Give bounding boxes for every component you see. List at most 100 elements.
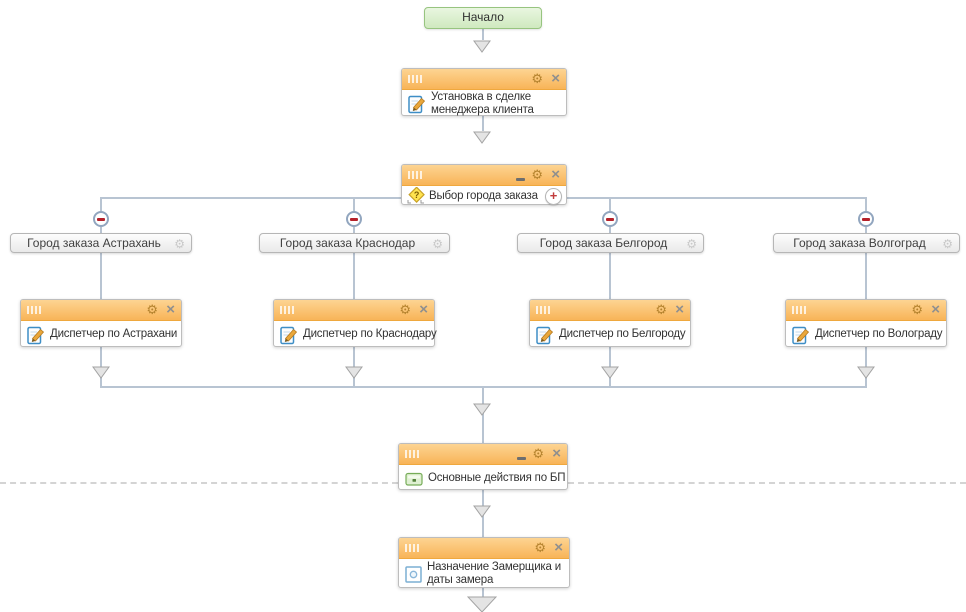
activity-header[interactable]: ⚙ × bbox=[274, 300, 434, 321]
close-icon[interactable]: × bbox=[551, 70, 560, 87]
connector-line bbox=[865, 197, 867, 211]
close-icon[interactable]: × bbox=[419, 301, 428, 318]
gear-icon[interactable]: ⚙ bbox=[432, 237, 443, 251]
activity-assign-measurer[interactable]: ⚙ × Назначение Замерщика и даты замера bbox=[398, 537, 570, 588]
arrow-down-icon bbox=[473, 505, 491, 518]
connector-line bbox=[865, 227, 867, 233]
activity-header[interactable]: ⚙ × bbox=[786, 300, 946, 321]
drag-handle-icon[interactable] bbox=[27, 306, 42, 314]
activity-main-actions[interactable]: ⚙ × Основные действия по БП bbox=[398, 443, 568, 490]
connector-line bbox=[609, 253, 611, 299]
connector-line bbox=[609, 227, 611, 233]
minimize-icon[interactable] bbox=[516, 178, 525, 181]
connector-line bbox=[865, 253, 867, 299]
svg-text:?: ? bbox=[414, 190, 420, 200]
arrow-down-icon bbox=[473, 403, 491, 416]
drag-handle-icon[interactable] bbox=[408, 75, 423, 83]
gear-icon[interactable]: ⚙ bbox=[655, 302, 667, 317]
arrow-down-icon bbox=[92, 366, 110, 379]
minimize-icon[interactable] bbox=[517, 457, 526, 460]
task-record-icon bbox=[405, 565, 422, 583]
activity-header[interactable]: ⚙ × bbox=[21, 300, 181, 321]
collapse-branch-button[interactable] bbox=[858, 211, 874, 227]
activity-header[interactable]: ⚙ × bbox=[530, 300, 690, 321]
collapse-branch-button[interactable] bbox=[602, 211, 618, 227]
start-node[interactable]: Начало bbox=[424, 7, 542, 29]
connector-line bbox=[353, 253, 355, 299]
connector-line bbox=[482, 27, 484, 40]
connector-line bbox=[353, 197, 355, 211]
condition-label-volgograd[interactable]: Город заказа Волгоград ⚙ bbox=[773, 233, 960, 253]
activity-header[interactable]: ⚙ × bbox=[399, 538, 569, 559]
arrow-down-icon bbox=[473, 40, 491, 53]
close-icon[interactable]: × bbox=[552, 445, 561, 462]
activity-header[interactable]: ⚙ × bbox=[402, 69, 566, 90]
collapse-branch-button[interactable] bbox=[93, 211, 109, 227]
arrow-down-icon bbox=[466, 596, 498, 612]
connector-line bbox=[482, 386, 484, 443]
page-break-line bbox=[568, 482, 966, 484]
document-edit-icon bbox=[408, 94, 426, 114]
condition-text: Город заказа Астрахань bbox=[27, 236, 161, 250]
close-icon[interactable]: × bbox=[166, 301, 175, 318]
gear-icon[interactable]: ⚙ bbox=[174, 237, 185, 251]
condition-label-krasnodar[interactable]: Город заказа Краснодар ⚙ bbox=[259, 233, 450, 253]
activity-header[interactable]: ⚙ × bbox=[399, 444, 567, 465]
gear-icon[interactable]: ⚙ bbox=[534, 540, 546, 555]
document-edit-icon bbox=[27, 325, 45, 345]
condition-text: Город заказа Краснодар bbox=[279, 236, 416, 250]
condition-label-astrakhan[interactable]: Город заказа Астрахань ⚙ bbox=[10, 233, 192, 253]
connector-line bbox=[482, 116, 484, 131]
connector-line bbox=[100, 197, 102, 211]
drag-handle-icon[interactable] bbox=[536, 306, 551, 314]
close-icon[interactable]: × bbox=[675, 301, 684, 318]
arrow-down-icon bbox=[857, 366, 875, 379]
activity-dispatcher-volgograd[interactable]: ⚙ × Диспетчер по Волограду bbox=[785, 299, 947, 347]
page-break-line bbox=[0, 482, 398, 484]
gear-icon[interactable]: ⚙ bbox=[531, 71, 543, 86]
connector-line bbox=[100, 253, 102, 299]
activity-title: Назначение Замерщика и даты замера bbox=[427, 561, 561, 586]
connector-line bbox=[353, 227, 355, 233]
condition-diamond-icon: ? bbox=[406, 186, 426, 205]
gear-icon[interactable]: ⚙ bbox=[531, 167, 543, 182]
activity-header[interactable]: ⚙ × bbox=[402, 165, 566, 186]
close-icon[interactable]: × bbox=[551, 166, 560, 183]
close-icon[interactable]: × bbox=[554, 539, 563, 556]
condition-text: Город заказа Белгород bbox=[539, 236, 668, 250]
gear-icon[interactable]: ⚙ bbox=[399, 302, 411, 317]
add-branch-button[interactable]: + bbox=[545, 188, 562, 205]
activity-title: Диспетчер по Белгороду bbox=[559, 328, 686, 340]
connector-line bbox=[100, 227, 102, 233]
drag-handle-icon[interactable] bbox=[405, 544, 420, 552]
arrow-down-icon bbox=[601, 366, 619, 379]
sequence-group-icon bbox=[405, 471, 423, 486]
drag-handle-icon[interactable] bbox=[405, 450, 420, 458]
condition-label-belgorod[interactable]: Город заказа Белгород ⚙ bbox=[517, 233, 704, 253]
activity-choose-city[interactable]: ⚙ × ? Выбор города заказа + bbox=[401, 164, 567, 205]
activity-dispatcher-belgorod[interactable]: ⚙ × Диспетчер по Белгороду bbox=[529, 299, 691, 347]
drag-handle-icon[interactable] bbox=[792, 306, 807, 314]
activity-dispatcher-krasnodar[interactable]: ⚙ × Диспетчер по Краснодару bbox=[273, 299, 437, 347]
document-edit-icon bbox=[792, 325, 810, 345]
connector-line bbox=[609, 197, 611, 211]
gear-icon[interactable]: ⚙ bbox=[146, 302, 158, 317]
activity-title: Диспетчер по Астрахани bbox=[50, 328, 178, 340]
collapse-branch-button[interactable] bbox=[346, 211, 362, 227]
gear-icon[interactable]: ⚙ bbox=[942, 237, 953, 251]
activity-dispatcher-astrakhan[interactable]: ⚙ × Диспетчер по Астрахани bbox=[20, 299, 182, 347]
connector-line bbox=[482, 588, 484, 598]
gear-icon[interactable]: ⚙ bbox=[911, 302, 923, 317]
activity-title: Основные действия по БП bbox=[428, 471, 566, 484]
activity-title: Диспетчер по Краснодару bbox=[303, 328, 437, 340]
drag-handle-icon[interactable] bbox=[280, 306, 295, 314]
arrow-down-icon bbox=[473, 131, 491, 144]
activity-set-manager[interactable]: ⚙ × Установка в сделке менеджера клиента bbox=[401, 68, 567, 116]
gear-icon[interactable]: ⚙ bbox=[532, 446, 544, 461]
gear-icon[interactable]: ⚙ bbox=[686, 237, 697, 251]
activity-title: Установка в сделке менеджера клиента bbox=[431, 90, 534, 116]
drag-handle-icon[interactable] bbox=[408, 171, 423, 179]
activity-title: Диспетчер по Волограду bbox=[815, 328, 943, 340]
close-icon[interactable]: × bbox=[931, 301, 940, 318]
